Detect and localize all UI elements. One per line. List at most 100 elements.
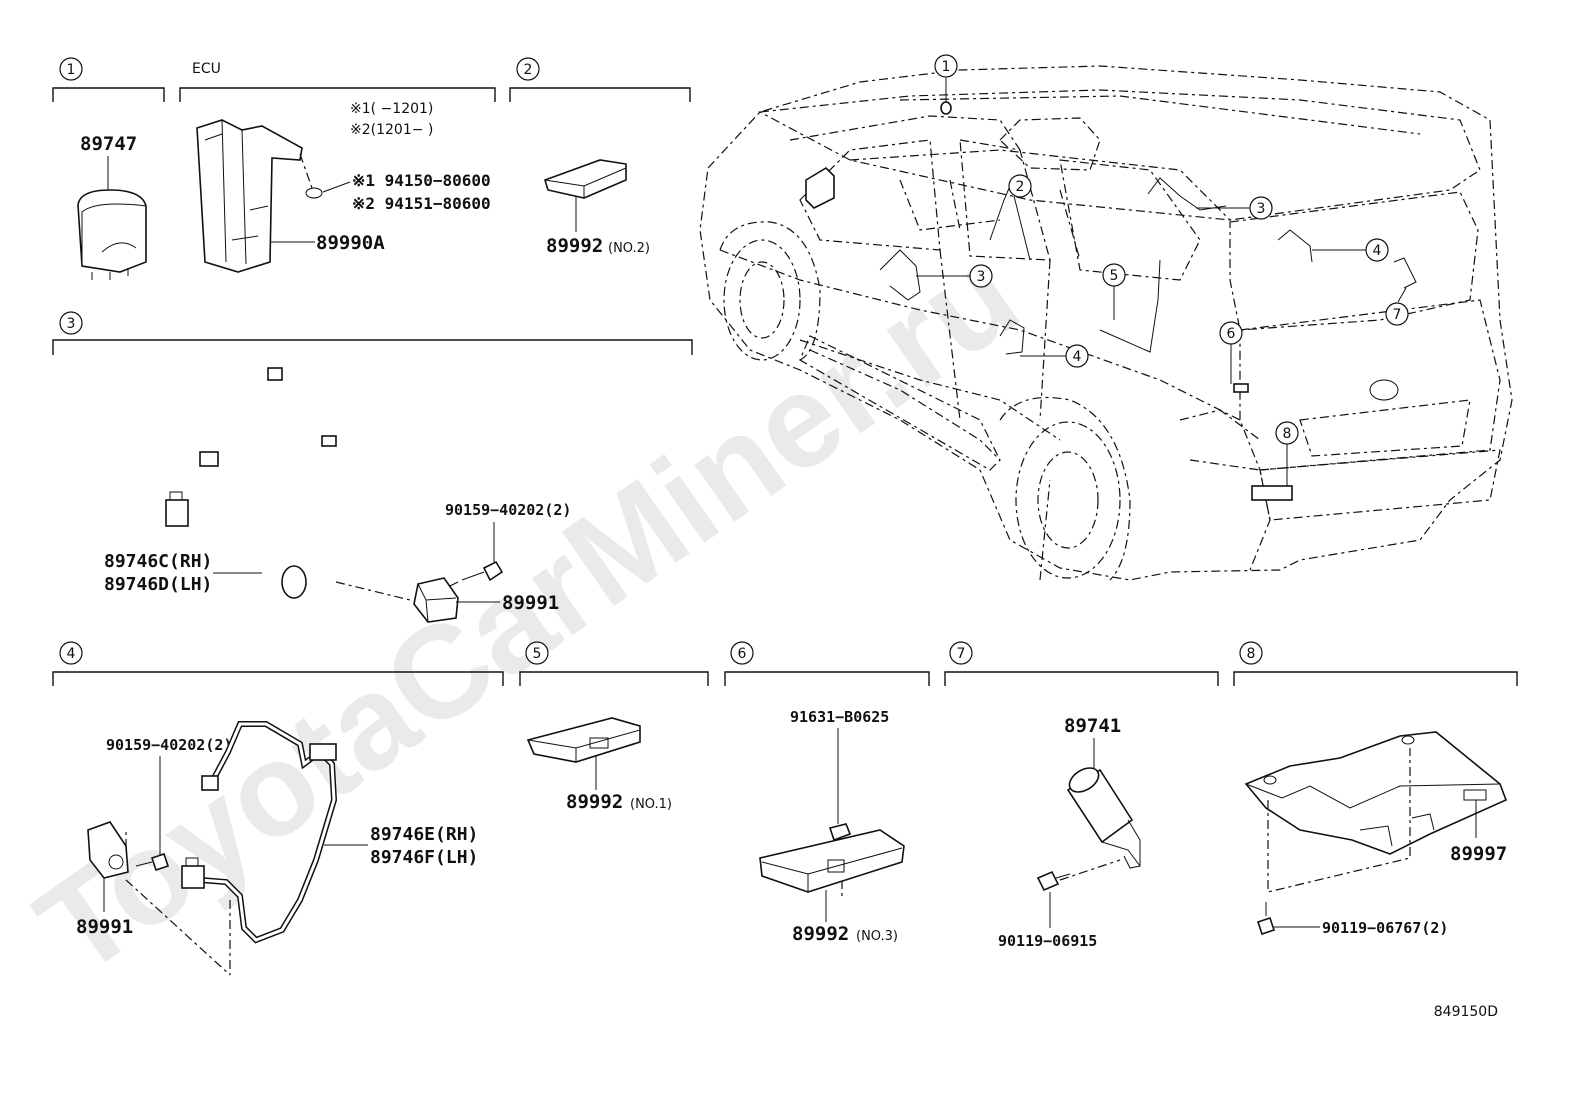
wire-harness-89746c-icon: [165, 367, 400, 622]
ecu-bracket: [179, 87, 496, 102]
part-89991-label-4[interactable]: 89991: [76, 916, 133, 938]
wire-harness-89746e-icon: [181, 721, 338, 944]
part-89746f-lh-label[interactable]: 89746F(LH): [370, 847, 478, 868]
ecu-label: ECU: [192, 61, 221, 77]
svg-text:3: 3: [67, 316, 76, 332]
vehicle-callout-1[interactable]: [934, 54, 958, 78]
antenna-89992-no3-icon: [759, 829, 905, 893]
svg-text:8: 8: [1283, 426, 1292, 442]
vehicle-callout-4-rear[interactable]: [1365, 238, 1389, 262]
relay-89747-icon: [77, 189, 147, 280]
svg-text:8: 8: [1247, 646, 1256, 662]
fastener-94151-80600-label[interactable]: ※2 94151−80600: [352, 194, 491, 213]
vehicle-harness-3-rear: [1147, 177, 1227, 211]
group-1-bracket: [52, 87, 165, 102]
callout-1-circle[interactable]: [59, 57, 83, 81]
part-89990a-label[interactable]: 89990A: [316, 232, 385, 254]
group-2: 2 89992 (NO.2): [509, 57, 691, 257]
part-89992-no1-label[interactable]: 89992: [566, 791, 623, 813]
bolt-90159-40202-label-4[interactable]: 90159−40202(2): [106, 736, 232, 754]
part-89746d-lh-label[interactable]: 89746D(LH): [104, 574, 212, 595]
callout-4-circle[interactable]: [59, 641, 83, 665]
bolt-90159-40202-icon-3: [461, 560, 504, 582]
group-1: 1 89747: [52, 57, 165, 280]
part-89992-no2-label[interactable]: 89992: [546, 235, 603, 257]
sensor-89991-icon-4: [87, 821, 129, 879]
bolt-90159-40202-icon-4: [135, 852, 170, 872]
callout-3-circle[interactable]: [59, 311, 83, 335]
callout-5-circle[interactable]: [525, 641, 549, 665]
callout-6-circle[interactable]: [730, 641, 754, 665]
group-8-bracket: [1233, 671, 1518, 686]
bolt-90119-06915-label[interactable]: 90119−06915: [998, 932, 1097, 950]
fastener-94150-80600-label[interactable]: ※1 94150−80600: [352, 171, 491, 190]
part-89992-no3-label[interactable]: 89992: [792, 923, 849, 945]
vehicle-callout-2[interactable]: [1008, 174, 1032, 198]
group-7-bracket: [944, 671, 1219, 686]
part-89992-no2-suffix: (NO.2): [608, 241, 650, 256]
bolt-90119-06767-icon: [1256, 902, 1276, 936]
part-89741-label[interactable]: 89741: [1064, 715, 1121, 737]
svg-text:7: 7: [1393, 307, 1402, 323]
group-8: 8 89997 90119−06767(2): [1233, 641, 1518, 937]
callout-7-circle[interactable]: [949, 641, 973, 665]
part-89747-label[interactable]: 89747: [80, 133, 137, 155]
vehicle-sensor-7: [1393, 257, 1417, 289]
group-3-bracket: [52, 339, 693, 355]
svg-text:5: 5: [533, 646, 542, 662]
callout-1-number: 1: [67, 62, 76, 78]
svg-text:3: 3: [977, 269, 986, 285]
svg-text:4: 4: [1373, 243, 1382, 259]
group-3: 3 89746C(RH) 89746D(LH) 90159−40202(2) 8: [52, 311, 693, 623]
group-ecu: ECU ※1( −1201) ※2(1201− ) ※1 94150−80600…: [179, 61, 496, 273]
svg-text:2: 2: [524, 62, 533, 78]
part-89992-no1-suffix: (NO.1): [630, 797, 672, 812]
ecu-note-1: ※1( −1201): [350, 101, 433, 117]
svg-text:6: 6: [738, 646, 747, 662]
diagram-code: 849150D: [1434, 1004, 1498, 1020]
svg-text:4: 4: [1073, 349, 1082, 365]
group-2-bracket: [509, 87, 691, 102]
vehicle-antenna-5: [1099, 259, 1161, 353]
module-89997-icon: [1244, 731, 1508, 855]
part-89746c-rh-label[interactable]: 89746C(RH): [104, 551, 212, 572]
vehicle-harness-4-front: [999, 319, 1025, 355]
part-89991-label-3[interactable]: 89991: [502, 592, 559, 614]
bolt-90119-06767-label[interactable]: 90119−06767(2): [1322, 919, 1448, 937]
ecu-unit-icon: [196, 119, 323, 273]
group-6: 6 91631−B0625 89992 (NO.3): [724, 641, 930, 945]
group-7: 7 89741 90119−06915: [944, 641, 1219, 950]
vehicle-overview: 1 2 3 3 4 4 5 6 7 8: [699, 54, 1513, 581]
vehicle-callout-3-rear[interactable]: [1249, 196, 1273, 220]
screw-91631-b0625-label[interactable]: 91631−B0625: [790, 708, 889, 726]
vehicle-callout-4-front[interactable]: [1065, 344, 1089, 368]
callout-8-circle[interactable]: [1239, 641, 1263, 665]
svg-text:4: 4: [67, 646, 76, 662]
group-4: 4 90159−40202(2) 89991 89746E(RH) 89746F…: [52, 641, 504, 976]
svg-text:6: 6: [1227, 326, 1236, 342]
sensor-89991-icon-3: [413, 577, 459, 623]
group-6-bracket: [724, 671, 930, 686]
group-5: 5 89992 (NO.1): [519, 641, 709, 813]
bolt-90159-40202-label-3[interactable]: 90159−40202(2): [445, 501, 571, 519]
group-5-bracket: [519, 671, 709, 686]
bolt-90119-06915-icon: [1036, 870, 1071, 892]
svg-text:5: 5: [1110, 268, 1119, 284]
antenna-89992-no1-icon: [526, 717, 641, 763]
vehicle-callout-5[interactable]: [1102, 263, 1126, 287]
svg-text:3: 3: [1257, 201, 1266, 217]
sensor-89741-icon: [1066, 767, 1141, 869]
part-89997-label[interactable]: 89997: [1450, 843, 1507, 865]
vehicle-callout-8[interactable]: [1275, 421, 1299, 445]
vehicle-callout-3-front[interactable]: [969, 264, 993, 288]
vehicle-callout-7[interactable]: [1385, 302, 1409, 326]
part-89746e-rh-label[interactable]: 89746E(RH): [370, 824, 478, 845]
svg-text:2: 2: [1016, 179, 1025, 195]
ecu-note-2: ※2(1201− ): [350, 122, 433, 138]
vehicle-callout-6[interactable]: [1219, 321, 1243, 345]
svg-text:7: 7: [957, 646, 966, 662]
vehicle-harness-3-front: [879, 249, 921, 301]
svg-text:1: 1: [942, 59, 951, 75]
callout-2-circle[interactable]: [516, 57, 540, 81]
vehicle-harness-4-rear: [1277, 229, 1313, 263]
